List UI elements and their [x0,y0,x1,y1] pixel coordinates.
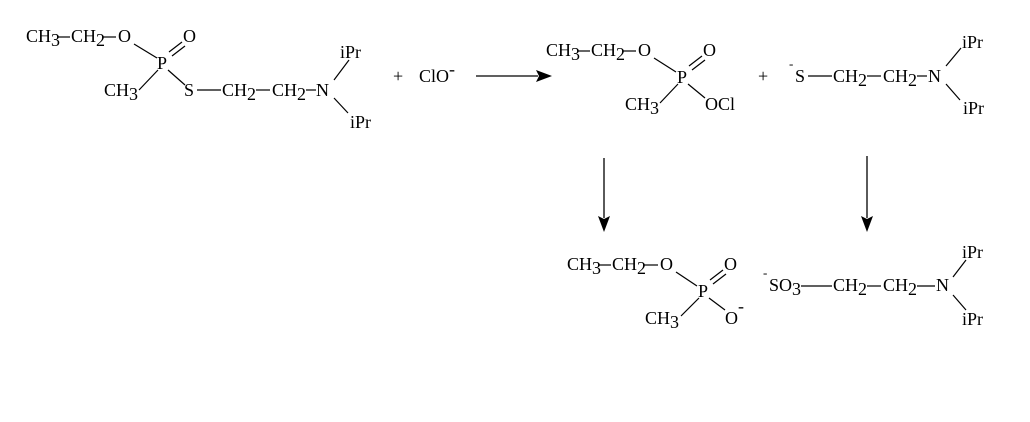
sulfonate-ch2-b: CH2 [883,275,917,299]
reaction-arrow-down-right [861,156,873,232]
thiolate-ch2-a: CH2 [833,66,867,90]
int-ester-o: O [638,40,651,60]
reactant-ester-o: O [118,26,131,46]
bond [952,294,967,311]
product-sulfonate: - SO3 CH2 CH2 N iPr iPr [763,242,983,329]
prod-ester-o: O [660,254,673,274]
bond [691,59,706,71]
bond [945,83,961,101]
reaction-arrow-down-left [598,158,610,232]
reactant-ch3: CH3 [26,26,60,50]
intermediate-phosphoryl-hypochlorite: CH3 CH2 O P O CH3 OCl [546,40,735,118]
reactant-ch2-a: CH2 [222,80,256,104]
bond [675,271,698,287]
prod-p: P [698,281,708,301]
sulfonate-ipr-top: iPr [962,242,983,262]
bond [952,259,967,278]
reactant-p: P [157,53,167,73]
reactant-n: N [316,80,329,100]
thiolate-n: N [928,66,941,86]
sulfonate-n: N [936,275,949,295]
int-double-o: O [703,40,716,60]
reagent-hypochlorite: + ClO- [393,59,455,86]
thiolate-ipr-bottom: iPr [963,98,984,118]
reactant-double-o: O [183,26,196,46]
plus-sign-middle: + [758,66,768,86]
reactant-methyl: CH3 [104,80,138,104]
reactant-ch2-b: CH2 [272,80,306,104]
plus-sign: + [393,66,403,86]
bond [945,47,962,67]
prod-o-minus: O- [725,296,744,328]
sulfonate-so3: SO3 [769,275,801,299]
reactant-s: S [184,80,194,100]
bond [167,69,186,86]
thiolate-charge: - [789,56,793,71]
reactant-ipr-bottom: iPr [350,112,371,132]
bond [687,83,706,99]
sulfonate-charge: - [763,265,767,280]
int-ocl: OCl [705,94,735,114]
sulfonate-ch2-a: CH2 [833,275,867,299]
thiolate-ipr-top: iPr [962,32,983,52]
sulfonate-ipr-bottom: iPr [962,309,983,329]
int-ch3: CH3 [546,40,580,64]
bond [133,43,158,59]
bond [708,297,726,311]
intermediate-thiolate: - S CH2 CH2 N iPr iPr [789,32,984,118]
bond [168,41,183,53]
bond [712,273,727,285]
bond [333,59,350,81]
prod-methyl: CH3 [645,308,679,332]
int-methyl: CH3 [625,94,659,118]
reaction-arrow-main [476,70,552,82]
reactant-ipr-top: iPr [340,42,361,62]
bond [138,69,159,91]
thiolate-ch2-b: CH2 [883,66,917,90]
bond [333,97,349,114]
reactant-ch2: CH2 [71,26,105,50]
bond [688,55,703,67]
bond [659,83,679,104]
prod-double-o: O [724,254,737,274]
bond [709,269,724,281]
product-phosphonate: CH3 CH2 O P O CH3 O- [567,254,744,332]
hypochlorite-formula: ClO- [419,59,455,86]
bond [680,297,700,317]
reactant-molecule: CH3 CH2 O P O CH3 S CH2 CH2 N iPr iPr [26,26,371,132]
thiolate-s: S [795,66,805,86]
bond [653,57,677,73]
prod-ch2: CH2 [612,254,646,278]
int-ch2: CH2 [591,40,625,64]
int-p: P [677,67,687,87]
prod-ch3: CH3 [567,254,601,278]
bond [171,45,186,57]
